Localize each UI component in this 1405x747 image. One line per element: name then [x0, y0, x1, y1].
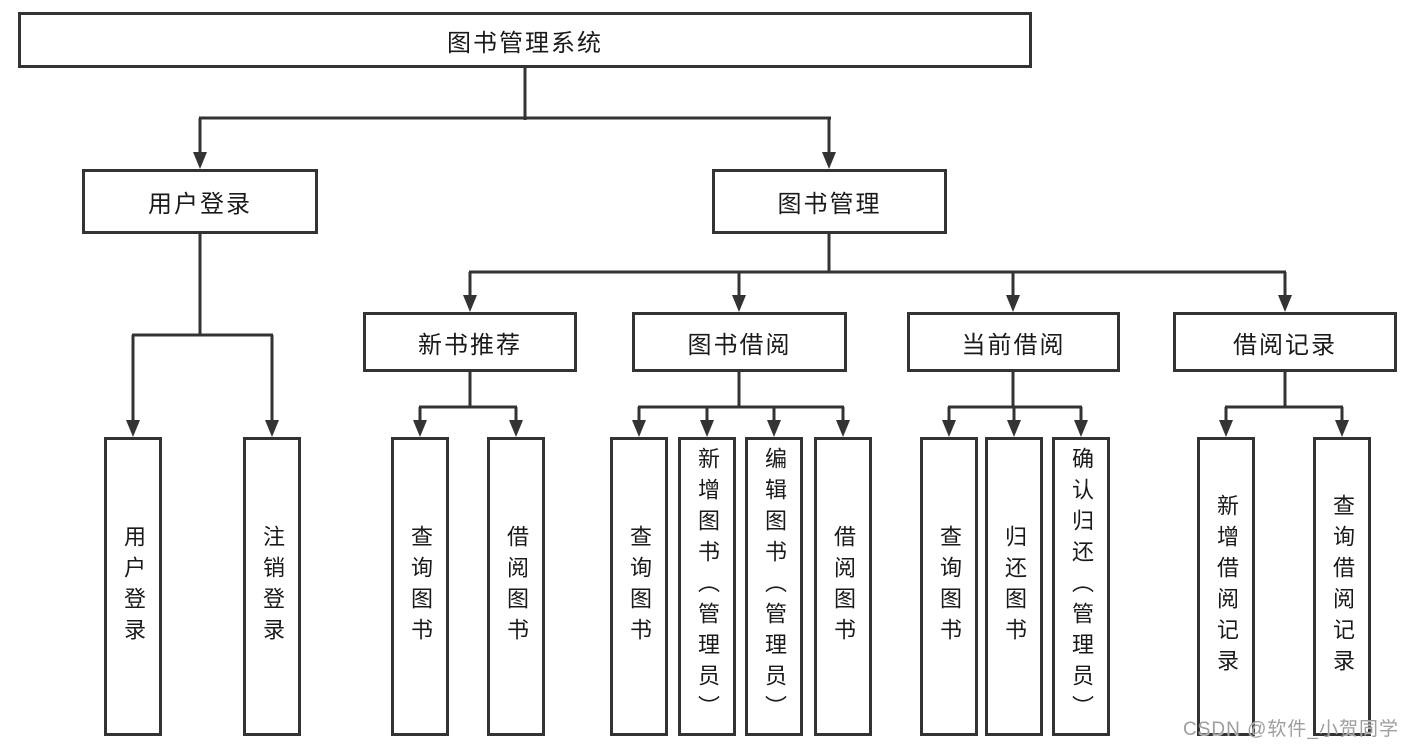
node-edit-books-admin-label: 编辑图书（管理员） — [762, 447, 787, 726]
edge-currentborrow-to-children — [942, 372, 1088, 437]
node-add-books-admin-label: 新增图书（管理员） — [695, 447, 720, 726]
edge-borrowrecords-to-children — [1219, 372, 1349, 437]
node-borrow-books-recommend-label: 借阅图书 — [504, 524, 529, 649]
node-new-book-recommend: 新书推荐 — [363, 312, 577, 372]
node-root: 图书管理系统 — [18, 12, 1032, 68]
node-logout-label: 注销登录 — [260, 524, 285, 649]
node-query-books-recommend-label: 查询图书 — [408, 524, 433, 649]
csdn-watermark: CSDN @软件_小贺同学 — [1183, 719, 1399, 740]
node-book-management-label: 图书管理 — [777, 191, 882, 218]
node-borrowing-records: 借阅记录 — [1173, 312, 1397, 372]
node-borrowing-records-label: 借阅记录 — [1233, 331, 1337, 359]
node-query-books-recommend: 查询图书 — [391, 437, 449, 736]
node-query-books-borrowing: 查询图书 — [610, 437, 668, 736]
node-book-borrowing-label: 图书借阅 — [687, 331, 792, 359]
edge-bookborrow-to-children — [632, 372, 850, 437]
node-borrow-books-recommend: 借阅图书 — [487, 437, 545, 736]
node-book-borrowing: 图书借阅 — [632, 312, 847, 372]
node-query-books-current: 查询图书 — [920, 437, 978, 736]
edge-newbookrec-to-children — [413, 372, 523, 437]
node-new-book-recommend-label: 新书推荐 — [418, 331, 522, 359]
node-current-borrowing-label: 当前借阅 — [961, 331, 1066, 359]
node-current-borrowing: 当前借阅 — [907, 312, 1120, 372]
node-add-borrowing-record: 新增借阅记录 — [1197, 437, 1255, 736]
node-add-borrowing-record-label: 新增借阅记录 — [1214, 493, 1239, 680]
node-borrow-books-borrowing-label: 借阅图书 — [831, 524, 856, 649]
node-user-login-branch-label: 用户登录 — [148, 191, 252, 218]
node-add-books-admin: 新增图书（管理员） — [678, 437, 736, 736]
node-book-management: 图书管理 — [712, 169, 947, 234]
node-borrow-books-borrowing: 借阅图书 — [814, 437, 872, 736]
node-user-login-label: 用户登录 — [121, 524, 146, 649]
node-user-login: 用户登录 — [104, 437, 162, 736]
node-query-borrowing-record-label: 查询借阅记录 — [1330, 493, 1355, 680]
node-confirm-return-admin-label: 确认归还（管理员） — [1069, 447, 1094, 726]
node-root-label: 图书管理系统 — [447, 29, 603, 57]
node-logout: 注销登录 — [243, 437, 301, 736]
node-query-books-current-label: 查询图书 — [937, 524, 962, 649]
node-return-books-label: 归还图书 — [1002, 524, 1027, 649]
node-query-borrowing-record: 查询借阅记录 — [1313, 437, 1371, 736]
node-user-login-branch: 用户登录 — [82, 169, 318, 234]
node-query-books-borrowing-label: 查询图书 — [627, 524, 652, 649]
edge-bookmgmt-to-level3 — [463, 234, 1292, 312]
node-confirm-return-admin: 确认归还（管理员） — [1052, 437, 1110, 736]
edge-root-to-level2 — [193, 68, 836, 169]
node-edit-books-admin: 编辑图书（管理员） — [745, 437, 803, 736]
node-return-books: 归还图书 — [985, 437, 1043, 736]
edge-userlogin-to-children — [126, 234, 279, 437]
